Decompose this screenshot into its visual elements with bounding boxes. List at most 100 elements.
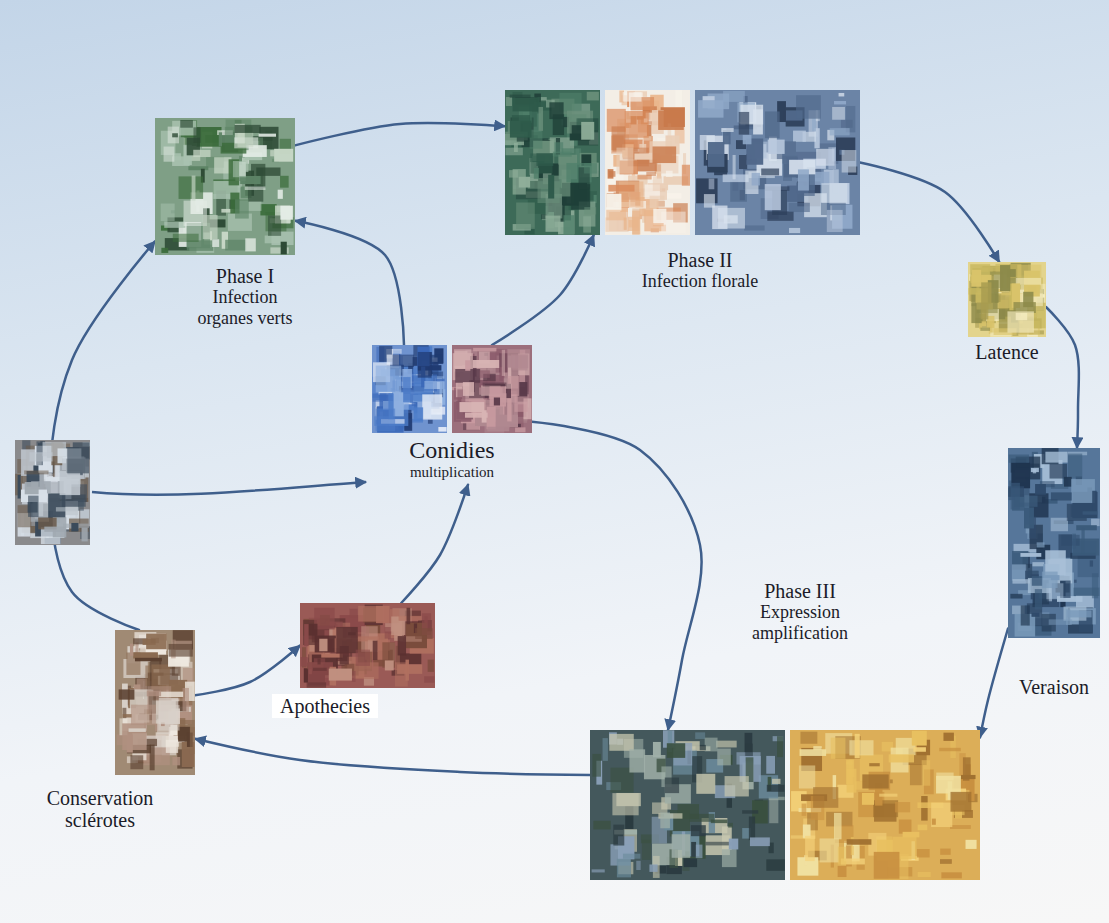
photo-tile — [613, 825, 624, 846]
photo-tile — [56, 507, 78, 511]
cycle-arrow — [860, 163, 999, 263]
photo-tile — [682, 165, 690, 186]
photo-tile — [612, 126, 626, 150]
photo-tile — [1021, 605, 1030, 625]
photo-tile — [145, 666, 150, 686]
photo-tile — [632, 211, 640, 235]
photo-tile — [212, 239, 219, 247]
photo-tile — [653, 146, 677, 163]
photo-tile — [696, 845, 703, 859]
photo-tile — [1083, 511, 1098, 514]
photo — [590, 730, 785, 880]
photo — [452, 345, 532, 433]
photo-tile — [730, 181, 747, 202]
photo-tile — [625, 111, 649, 138]
photo-tile — [473, 360, 499, 368]
photo-tile — [708, 142, 724, 167]
photo-tile — [151, 664, 169, 689]
photo-tile — [428, 660, 434, 672]
photo-tile — [135, 658, 162, 662]
photo-tile — [169, 644, 193, 657]
photo-tile — [403, 377, 410, 402]
photo-tile — [424, 381, 444, 389]
photo-tile — [706, 842, 732, 846]
photo-tile — [130, 755, 143, 769]
photo-tile — [150, 745, 155, 771]
photo — [505, 90, 600, 235]
photo-tile — [494, 398, 500, 406]
photo-tile — [766, 859, 785, 870]
photo-tile — [44, 527, 65, 532]
photo-tile — [603, 738, 608, 761]
photo-tile — [951, 792, 972, 812]
photo-tile — [237, 133, 253, 147]
photo-tile — [922, 760, 931, 786]
phase-title: Veraison — [1006, 676, 1102, 698]
photo-tile — [514, 396, 527, 411]
photo-tile — [358, 606, 384, 622]
photo-tile — [722, 849, 737, 867]
photo-tile — [418, 352, 432, 378]
photo-tile — [874, 852, 900, 879]
photo-tile — [356, 650, 370, 666]
photo-tile — [1037, 542, 1045, 547]
photo-tile — [912, 731, 927, 746]
photo-tile — [452, 345, 532, 433]
photo-tile — [606, 194, 621, 211]
photo-tile — [414, 407, 424, 421]
photo-tile — [155, 118, 295, 255]
photo-tile — [665, 778, 679, 794]
phase-text: Infection florale — [615, 271, 785, 291]
photo-tile — [940, 859, 952, 864]
photo-tile — [609, 734, 633, 751]
phase-title: Conidies — [372, 433, 532, 464]
photo-tile — [749, 817, 755, 841]
photo-tile — [672, 834, 691, 858]
photo-tile — [168, 127, 179, 144]
photo-tile — [950, 825, 971, 829]
photo-tile — [15, 440, 90, 545]
photo-tile — [307, 682, 326, 687]
photo-tile — [587, 92, 599, 101]
photo-tile — [940, 849, 951, 855]
photo-tile — [612, 793, 638, 815]
photo-frame — [968, 262, 1046, 337]
photo-frame — [1008, 448, 1100, 638]
photo-tile — [918, 825, 928, 831]
photo-tile — [514, 143, 518, 152]
photo-node: Conidiesmultiplication — [372, 345, 532, 485]
photo-tile — [723, 174, 749, 182]
photo-tile — [25, 482, 39, 494]
photo-tile — [1045, 452, 1067, 463]
photo-tile — [581, 122, 594, 140]
photo-tile — [847, 839, 872, 845]
photo-tile — [691, 825, 706, 836]
photo-tile — [584, 207, 596, 214]
photo — [790, 730, 980, 880]
cycle-arrow — [92, 482, 366, 495]
photo-tile — [711, 820, 728, 824]
photo-tile — [398, 636, 406, 655]
photo-tile — [752, 173, 760, 186]
photo-tile — [278, 190, 283, 199]
cycle-arrow — [295, 221, 404, 345]
cycle-arrow — [50, 241, 155, 630]
phase-text: multiplication — [372, 464, 532, 481]
photo-tile — [161, 204, 175, 221]
photo-tile — [838, 866, 847, 877]
photo-tile — [903, 832, 920, 838]
photo-tile — [789, 228, 800, 233]
photo-tile — [482, 410, 487, 422]
photo-tile — [980, 328, 990, 331]
photo-tile — [895, 802, 910, 812]
photo-tile — [723, 91, 745, 102]
photo-tile — [512, 356, 527, 371]
phase-title: Phase II — [615, 249, 785, 271]
photo-tile — [313, 668, 327, 671]
photo-tile — [179, 176, 204, 199]
photo-tile — [1042, 572, 1058, 588]
photo-tile — [352, 671, 356, 682]
photo-tile — [1045, 550, 1066, 575]
photo-tile — [480, 370, 490, 378]
photo-tile — [315, 636, 336, 653]
